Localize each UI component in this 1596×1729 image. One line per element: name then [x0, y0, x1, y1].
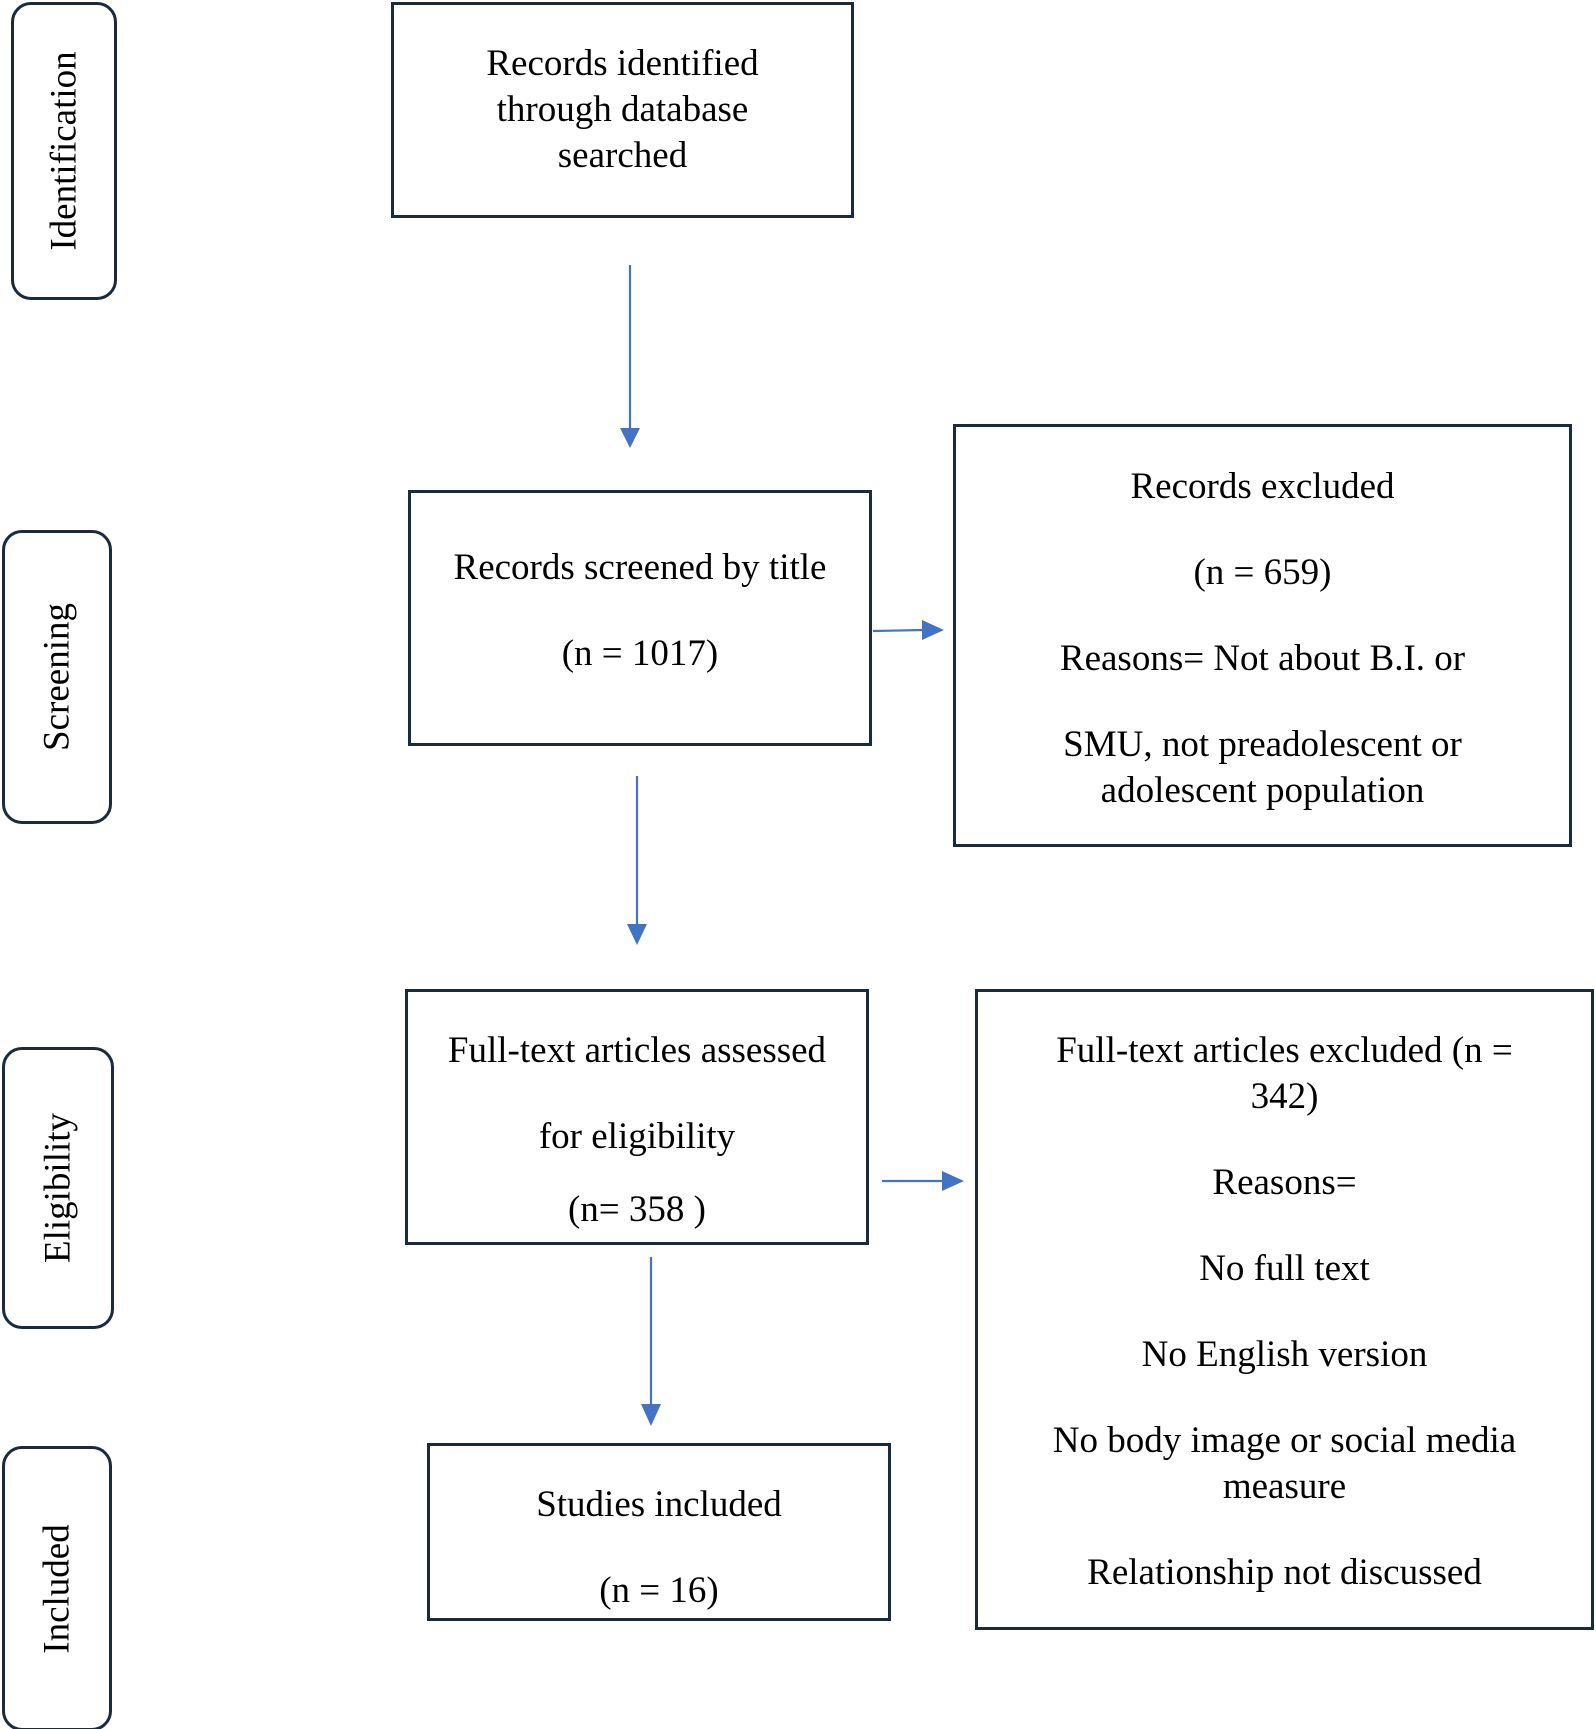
arrow-assessed-to-included [641, 1257, 661, 1426]
records-screened-box: Records screened by title (n = 1017) [408, 490, 872, 746]
records-identified-box: Records identified through database sear… [391, 2, 854, 218]
studies-included-count: (n = 16) [599, 1570, 719, 1611]
records-excluded-box: Records excluded (n = 659) Reasons= Not … [953, 424, 1572, 847]
arrow-identified-to-screened [620, 265, 640, 448]
records-excluded-title: Records excluded [1130, 466, 1395, 507]
stage-eligibility: Eligibility [2, 1047, 114, 1329]
records-identified-line-3: searched [557, 135, 688, 176]
stage-screening: Screening [2, 530, 112, 824]
records-excluded-reason-2: SMU, not preadolescent or [1063, 724, 1462, 765]
fulltext-excluded-reason-3-cont: measure [1222, 1466, 1347, 1507]
fulltext-excluded-reason-1: No full text [1199, 1248, 1370, 1289]
records-excluded-reason-1: Reasons= Not about B.I. or [1059, 638, 1466, 679]
arrow-assessed-to-fulltext-excluded [882, 1171, 964, 1191]
fulltext-assessed-box: Full-text articles assessed for eligibil… [405, 989, 869, 1245]
arrow-screened-to-excluded [872, 620, 944, 640]
fulltext-excluded-title: Full-text articles excluded (n = [1056, 1030, 1513, 1071]
fulltext-assessed-line-2: for eligibility [538, 1116, 736, 1157]
fulltext-excluded-reason-4: Relationship not discussed [1087, 1552, 1482, 1593]
fulltext-excluded-box: Full-text articles excluded (n = 342) Re… [975, 989, 1594, 1630]
records-identified-line-1: Records identified [486, 43, 759, 84]
stage-identification: Identification [11, 2, 117, 300]
records-identified-line-2: through database [496, 89, 749, 130]
fulltext-excluded-reasons-label: Reasons= [1212, 1162, 1357, 1203]
fulltext-excluded-reason-3: No body image or social media [1052, 1420, 1517, 1461]
records-screened-count: (n = 1017) [561, 633, 719, 674]
studies-included-title: Studies included [536, 1484, 782, 1525]
arrow-screened-to-assessed [627, 776, 647, 945]
fulltext-excluded-reason-2: No English version [1141, 1334, 1428, 1375]
fulltext-excluded-count: 342) [1250, 1076, 1319, 1117]
records-screened-line-1: Records screened by title [453, 547, 827, 588]
studies-included-box: Studies included (n = 16) [427, 1443, 891, 1621]
fulltext-assessed-line-1: Full-text articles assessed [447, 1030, 827, 1071]
records-excluded-reason-3: adolescent population [1100, 770, 1425, 811]
fulltext-assessed-count: (n= 358 ) [567, 1189, 706, 1230]
stage-included: Included [2, 1446, 112, 1729]
records-excluded-count: (n = 659) [1193, 552, 1332, 593]
